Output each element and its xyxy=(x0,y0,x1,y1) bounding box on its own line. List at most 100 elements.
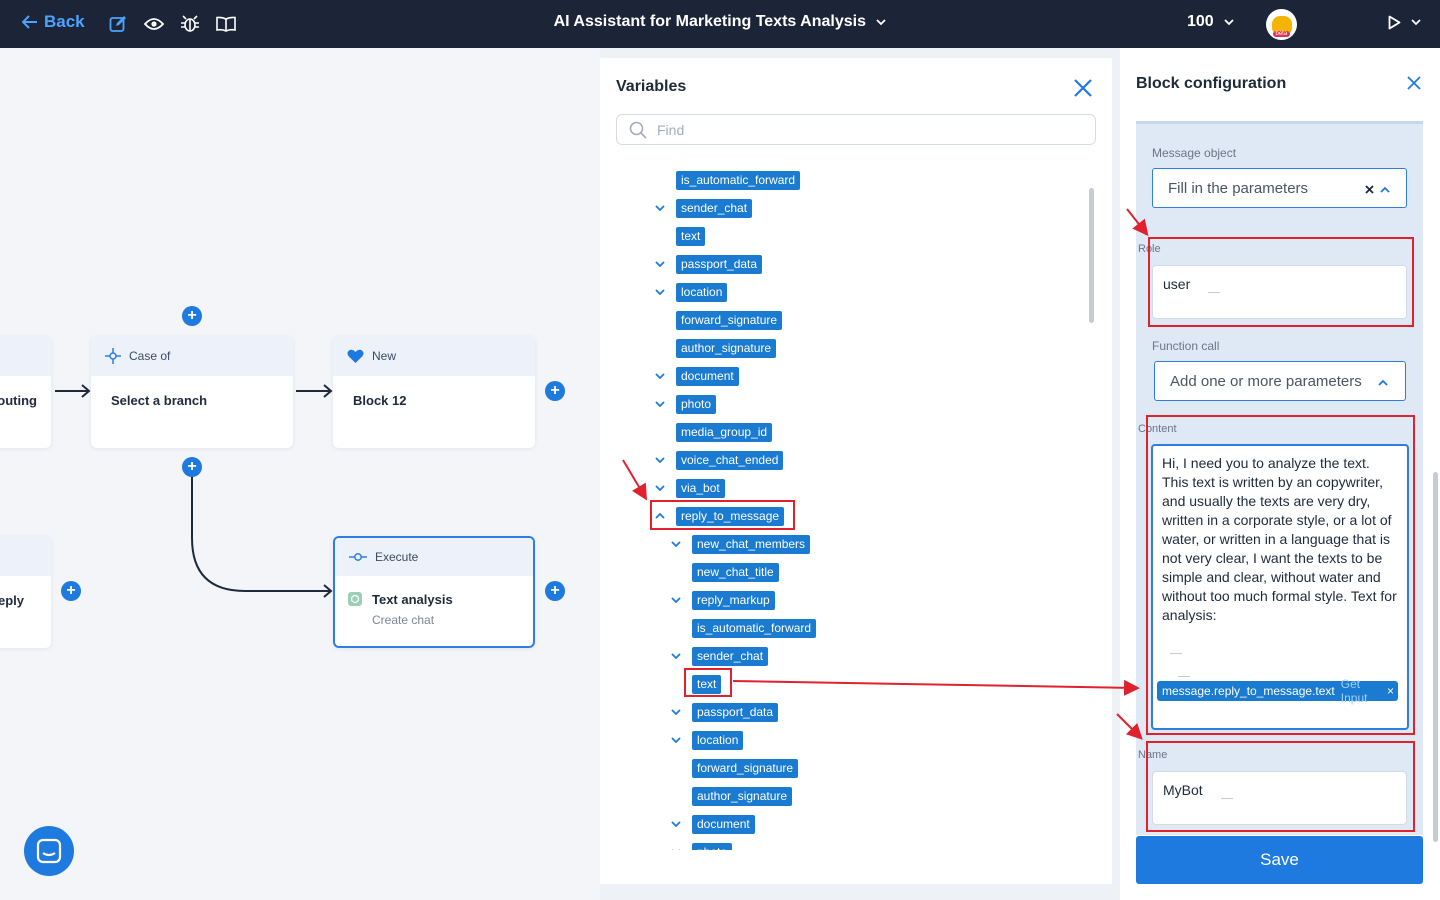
zoom-select[interactable]: 100 xyxy=(1187,13,1234,31)
chevron-down-icon[interactable] xyxy=(670,538,682,550)
edit-icon[interactable] xyxy=(107,13,129,35)
scrollbar[interactable] xyxy=(1433,472,1438,842)
variable-tag[interactable]: sender_chat xyxy=(676,198,753,218)
variable-tag[interactable]: location xyxy=(676,282,728,302)
chevron-up-icon[interactable] xyxy=(654,510,666,522)
content-variable-name: message.reply_to_message.text xyxy=(1162,684,1335,698)
chevron-down-icon[interactable] xyxy=(670,594,682,606)
variable-tree-row: author_signature xyxy=(676,338,777,358)
logo-icon: beta xyxy=(1271,15,1292,37)
name-input[interactable]: MyBot xyxy=(1152,771,1407,825)
variable-tree-row: passport_data xyxy=(671,702,779,722)
variable-tag[interactable]: author_signature xyxy=(692,786,793,806)
arrow-left-icon xyxy=(22,15,37,29)
flow-node-execute[interactable]: Execute Text analysis Create chat xyxy=(333,536,535,648)
back-button[interactable]: Back xyxy=(22,12,85,32)
variable-tree-row: forward_signature xyxy=(676,310,783,330)
chevron-down-icon[interactable] xyxy=(670,734,682,746)
add-block-button[interactable]: + xyxy=(182,306,202,326)
variables-title: Variables xyxy=(616,78,687,95)
top-bar: Back AI Assistant for Marketing Texts An… xyxy=(0,0,1440,48)
run-button[interactable] xyxy=(1388,15,1421,30)
variable-tag[interactable]: author_signature xyxy=(676,338,777,358)
variable-tree-row: media_group_id xyxy=(676,422,773,442)
project-title[interactable]: AI Assistant for Marketing Texts Analysi… xyxy=(554,13,887,30)
variable-tag[interactable]: forward_signature xyxy=(692,758,799,778)
variables-panel: Variables is_automatic_forward sender_cha… xyxy=(600,58,1112,884)
chevron-down-icon[interactable] xyxy=(654,202,666,214)
chevron-down-icon[interactable] xyxy=(654,482,666,494)
variable-tree-row: location xyxy=(671,730,744,750)
chevron-down-icon[interactable] xyxy=(654,258,666,270)
content-variable-chip[interactable]: message.reply_to_message.text Get Input … xyxy=(1157,677,1398,705)
variable-tag[interactable]: reply_to_message xyxy=(676,506,785,526)
eye-icon[interactable] xyxy=(143,13,165,35)
variable-tag[interactable]: sender_chat xyxy=(692,646,769,666)
variable-tag[interactable]: reply_markup xyxy=(692,590,775,610)
add-block-button[interactable]: + xyxy=(61,581,81,601)
flow-node-new[interactable]: New Block 12 xyxy=(333,336,535,448)
node-title: Text analysis xyxy=(372,592,453,607)
variable-tag[interactable]: passport_data xyxy=(692,702,779,722)
message-object-select[interactable]: Fill in the parameters xyxy=(1152,168,1407,208)
get-input-link[interactable]: Get Input xyxy=(1340,677,1368,705)
flow-node-case-of[interactable]: Case of Select a branch xyxy=(91,336,293,448)
chevron-down-icon[interactable] xyxy=(654,286,666,298)
chevron-down-icon[interactable] xyxy=(654,370,666,382)
variable-tag[interactable]: text xyxy=(692,674,722,694)
variable-tag[interactable]: forward_signature xyxy=(676,310,783,330)
support-chat-button[interactable] xyxy=(24,826,74,876)
variable-tag[interactable]: new_chat_title xyxy=(692,562,779,582)
variable-tag[interactable]: voice_chat_ended xyxy=(676,450,784,470)
add-block-button[interactable]: + xyxy=(545,581,565,601)
variable-tag[interactable]: new_chat_members xyxy=(692,534,811,554)
branch-icon xyxy=(105,348,121,364)
variable-tag[interactable]: is_automatic_forward xyxy=(676,170,801,190)
variable-tree-row: document xyxy=(655,366,739,386)
add-block-button[interactable]: + xyxy=(545,381,565,401)
flow-node-routing[interactable]: outing xyxy=(0,336,51,448)
clear-icon[interactable] xyxy=(1365,185,1374,194)
back-label: Back xyxy=(44,12,85,31)
config-form: Message object Fill in the parameters Ro… xyxy=(1136,121,1423,835)
add-block-button[interactable]: + xyxy=(182,457,202,477)
role-value: user xyxy=(1163,276,1191,292)
variable-tag[interactable]: is_automatic_forward xyxy=(692,618,817,638)
chevron-down-icon[interactable] xyxy=(654,454,666,466)
variable-tree-row: passport_data xyxy=(655,254,763,274)
book-icon[interactable] xyxy=(215,13,237,35)
variable-tag[interactable]: photo xyxy=(692,842,733,850)
variable-tag[interactable]: document xyxy=(676,366,739,386)
variable-tag[interactable]: passport_data xyxy=(676,254,763,274)
variables-search xyxy=(616,114,1096,145)
save-button[interactable]: Save xyxy=(1136,836,1423,884)
chevron-down-icon[interactable] xyxy=(670,706,682,718)
node-type-label: New xyxy=(372,349,397,363)
variable-tag[interactable]: photo xyxy=(676,394,717,414)
variable-tag[interactable]: document xyxy=(692,814,755,834)
close-icon[interactable] xyxy=(1073,78,1093,103)
close-icon[interactable] xyxy=(1407,76,1421,95)
flow-canvas[interactable]: outing Case of Select a branch New Block… xyxy=(0,48,600,900)
content-editor[interactable]: Hi, I need you to analyze the text. This… xyxy=(1151,444,1409,730)
role-input[interactable]: user xyxy=(1152,265,1407,319)
search-input[interactable] xyxy=(657,121,1077,138)
variable-tag[interactable]: text xyxy=(676,226,706,246)
commit-icon xyxy=(349,553,367,561)
chevron-down-icon[interactable] xyxy=(670,650,682,662)
remove-icon[interactable]: × xyxy=(1386,684,1394,698)
flow-node-reply[interactable]: eply xyxy=(0,536,51,648)
variable-tree-row: text xyxy=(676,226,706,246)
scrollbar[interactable] xyxy=(1089,188,1094,323)
heart-icon xyxy=(347,349,364,363)
node-header: Execute xyxy=(335,538,533,576)
avatar[interactable]: beta xyxy=(1266,9,1297,40)
chevron-down-icon[interactable] xyxy=(654,398,666,410)
variable-tag[interactable]: location xyxy=(692,730,744,750)
chevron-down-icon[interactable] xyxy=(670,818,682,830)
function-call-select[interactable]: Add one or more parameters xyxy=(1154,361,1406,401)
variable-tag[interactable]: via_bot xyxy=(676,478,725,498)
bug-icon[interactable] xyxy=(179,13,201,35)
chevron-down-icon[interactable] xyxy=(670,846,682,850)
variable-tag[interactable]: media_group_id xyxy=(676,422,773,442)
